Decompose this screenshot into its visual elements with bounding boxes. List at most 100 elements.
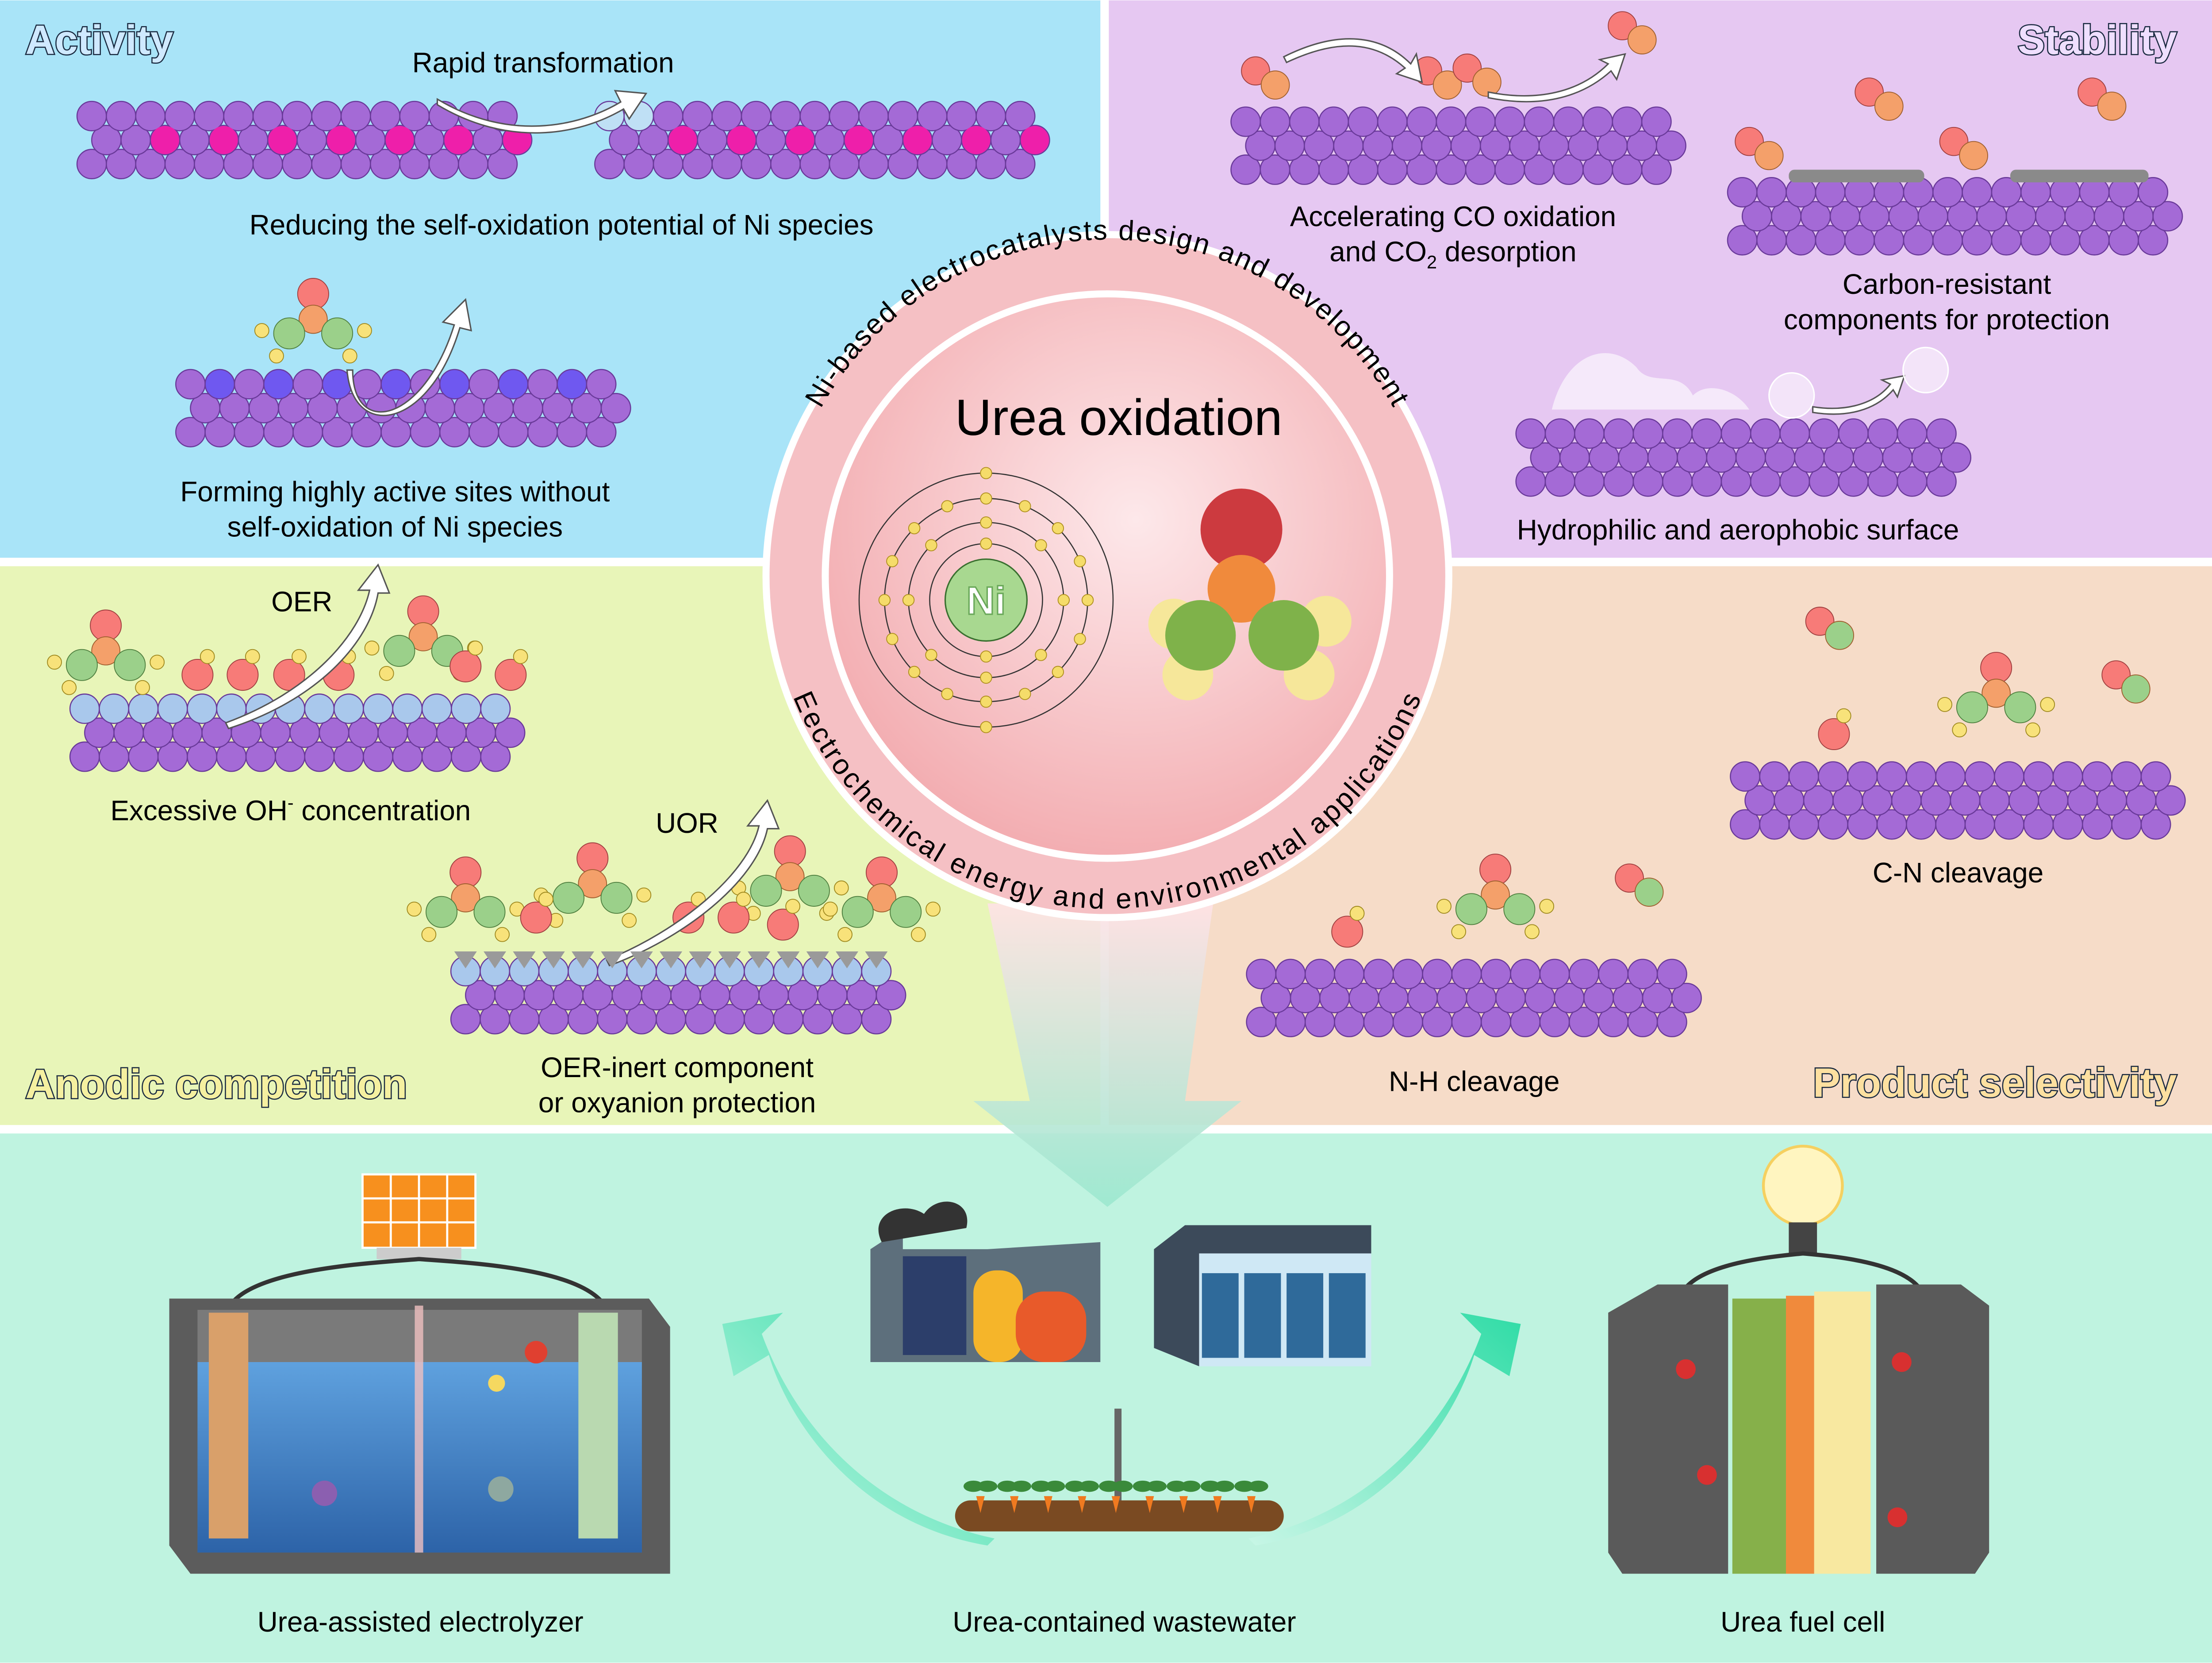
electron [1052,666,1064,678]
center-circle: Ni-based electrocatalysts design and dev… [762,214,1452,921]
lattice-atom [1906,761,1936,792]
arrow-site-release [346,298,472,416]
crop-root [1078,1496,1087,1513]
ni-site [786,126,814,154]
lattice-atom [2138,177,2169,208]
lattice-atom [187,693,218,724]
lattice-atom [975,100,1006,131]
lattice-atom [487,149,518,180]
lattice-atom [106,100,137,131]
caption-co-oxidation-2: and CO2 desorption [1329,236,1576,273]
lattice-atom [1465,106,1496,137]
lattice-atom [1759,761,1790,792]
inert-triangle [454,951,477,969]
smoke [878,1201,968,1242]
lattice-atom [1750,418,1781,449]
panel-title-product-selectivity: Product selectivity [1813,1059,2177,1105]
lattice-atom [76,100,107,131]
fuel-cell-anode [1732,1298,1786,1574]
electron [902,594,915,606]
arrow-uor [605,799,780,966]
electron [980,516,992,529]
nitrogen-atom [273,317,305,350]
caption-excessive-oh: Excessive OH- concentration [110,792,471,827]
fuel-cell-end-plate [1876,1284,1989,1574]
catalyst-lattice [1246,959,1702,1037]
lattice-atom [1641,154,1672,185]
hydrogen-atom [636,887,652,903]
ni-site [151,126,179,154]
lattice-atom [711,100,742,131]
hydroxide-hydrogen [1836,708,1851,724]
caption-oer-inert-1: OER-inert component [541,1051,814,1083]
crop-leaf [1147,1480,1167,1492]
ni-nucleus [944,558,1028,642]
lattice-atom [1334,959,1365,989]
carbon-atom [1634,878,1664,907]
inert-triangle [836,951,859,969]
arrow-bubble-release [1812,374,1906,415]
carbon-atom [578,869,607,898]
lattice-atom [69,693,100,724]
electron [980,467,992,479]
electron [925,539,937,551]
ni-site [268,126,297,154]
lattice-group [69,100,2186,1037]
electron [980,650,992,663]
lattice-atom [204,369,235,400]
catalyst-lattice [69,693,526,772]
hydrogen-atom [2040,697,2055,712]
lattice-atom [1539,959,1570,989]
lattice-atom [252,100,283,131]
solar-panel-grid [362,1174,476,1248]
lattice-atom [1926,466,1957,497]
nitrogen-atom [114,649,146,681]
nitrogen-atom [553,882,585,914]
electron [1057,594,1070,606]
electron [980,721,992,733]
hydrogen-atom [342,348,357,364]
electron [1019,500,1031,512]
crop-leaf [1200,1480,1221,1492]
lattice-atom [1568,959,1599,989]
lattice-atom [861,1004,892,1035]
carbon-atom [775,862,805,891]
inert-triangle [572,951,595,969]
lattice-atom [480,693,511,724]
toilet-door [1244,1273,1281,1358]
label-oer: OER [271,586,332,618]
ni-site [1021,126,1049,154]
lattice-atom [1612,106,1643,137]
crop-leaf [1248,1480,1268,1492]
lattice-atom [829,100,860,131]
factory-building [902,1256,967,1355]
carbon-atom [1472,67,1502,97]
fuel-cell-end-plate [1608,1284,1728,1574]
lattice-atom [1964,761,1995,792]
light-bulb [1762,1144,1844,1227]
lattice-atom [2140,761,2171,792]
bubble [1902,346,1949,393]
crop-leaf [1234,1480,1254,1492]
caption-active-sites-1: Forming highly active sites without [180,476,610,508]
lattice-atom [1847,761,1878,792]
crop-leaf [1113,1480,1133,1492]
hydrogen-atom [135,680,150,695]
molecule [311,1480,338,1506]
carbon-atom [451,883,480,912]
caption-co-oxidation-1: Accelerating CO oxidation [1290,200,1616,232]
lattice-atom [586,417,617,448]
lattice-atom [1260,106,1290,137]
hydrogen-atom [254,323,269,338]
arrow-co2-release [1487,53,1626,103]
lattice-atom [399,100,430,131]
cathode [578,1313,618,1539]
funnel-arrow [973,903,1242,1207]
ni-site [727,126,756,154]
nitrogen-atom [600,882,633,914]
crop-root [1044,1496,1052,1513]
lattice-atom [1656,1007,1687,1037]
oxygen-atom [90,609,122,642]
hydrogen-atom [833,880,849,896]
crop-leaf [1099,1480,1119,1492]
